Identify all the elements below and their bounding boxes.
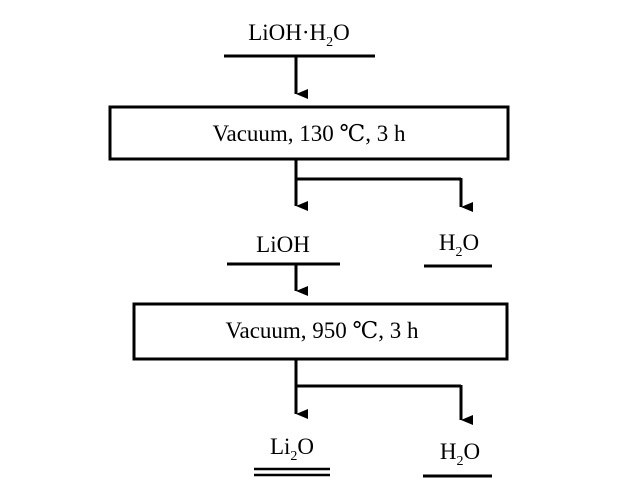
- byproduct2-tail: O: [464, 439, 481, 464]
- intermediate-label: LiOH: [256, 232, 310, 257]
- byproduct2-subscript: 2: [457, 454, 464, 469]
- product-base: Li: [270, 434, 290, 459]
- step1-process-label: Vacuum, 130 ℃, 3 h: [212, 121, 406, 146]
- step1-process-box: [108, 105, 510, 161]
- byproduct2-label: H2O: [440, 439, 480, 469]
- start-material-label: LiOH·H2O: [248, 20, 350, 50]
- byproduct1-tail: O: [463, 230, 480, 255]
- product-label: Li2O: [270, 434, 314, 464]
- start-material-subscript: 2: [326, 35, 333, 50]
- start-material-base: LiOH·H: [248, 20, 326, 45]
- start-material-tail: O: [333, 20, 350, 45]
- byproduct2-base: H: [440, 439, 457, 464]
- product-subscript: 2: [290, 449, 297, 464]
- byproduct1-base: H: [439, 230, 456, 255]
- byproduct1-label: H2O: [439, 230, 479, 260]
- step2-process-label: Vacuum, 950 ℃, 3 h: [225, 318, 419, 343]
- product-tail: O: [297, 434, 314, 459]
- step2-process-box: [132, 302, 509, 361]
- byproduct1-subscript: 2: [456, 245, 463, 260]
